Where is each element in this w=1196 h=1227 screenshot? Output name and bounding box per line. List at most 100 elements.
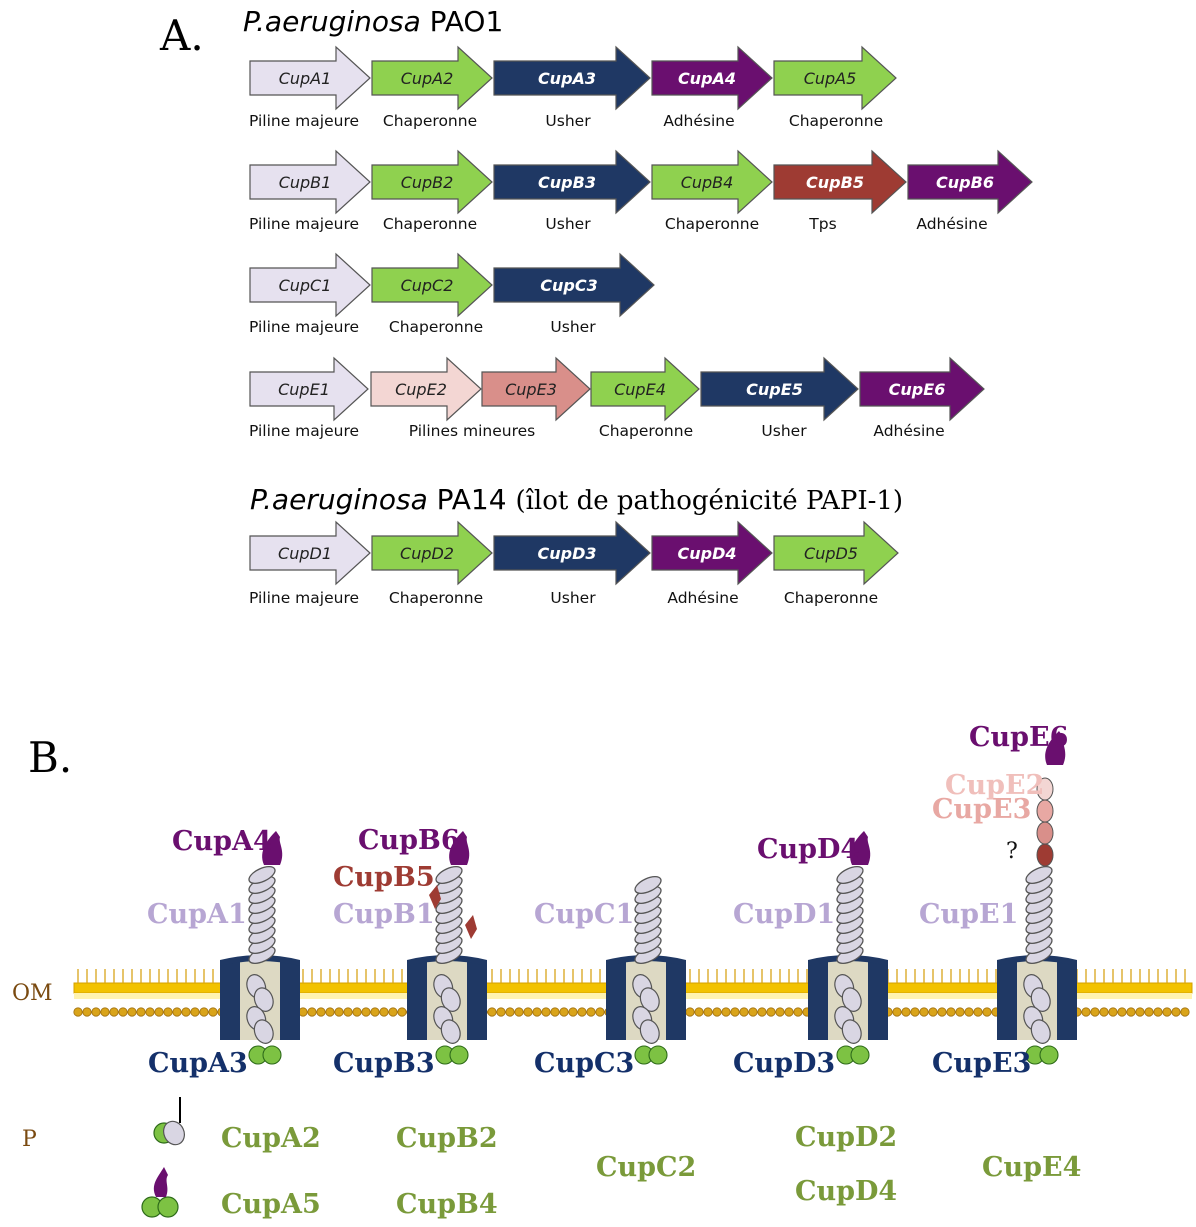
lipid-head xyxy=(1180,1007,1190,1017)
pilus-helix-subunit xyxy=(1025,866,1053,884)
bound-chaperone xyxy=(449,1045,469,1065)
gene-name: CupE5 xyxy=(746,380,803,399)
label-cupb3: CupB3 xyxy=(333,1048,435,1079)
gene-arrow-cupb1: CupB1 xyxy=(249,149,371,215)
gene-arrow-cupc3: CupC3 xyxy=(493,252,655,318)
lipid-head xyxy=(964,1007,974,1017)
label-cupd4: CupD4 xyxy=(757,834,859,865)
label-cupb5: CupB5 xyxy=(333,862,435,893)
gene-arrow-cupd3: CupD3 xyxy=(493,520,651,586)
gene-arrow-shape xyxy=(481,356,591,422)
gene-arrow-shape xyxy=(493,149,651,215)
gene-arrow-shape xyxy=(773,149,907,215)
lipid-head xyxy=(82,1007,92,1017)
gene-arrow-cupe3: CupE3 xyxy=(481,356,591,422)
lipid-head xyxy=(1135,1007,1145,1017)
gene-role-label: Chaperonne xyxy=(784,589,878,607)
usher-barrel-left xyxy=(220,960,240,1040)
lipid-head xyxy=(730,1007,740,1017)
lipid-head xyxy=(397,1007,407,1017)
lipid-head xyxy=(703,1007,713,1017)
fimbrial-system-cupe1 xyxy=(997,731,1077,1065)
lipid-head xyxy=(109,1007,119,1017)
pao1-title: P.aeruginosa PAO1 xyxy=(243,5,503,38)
lipid-head xyxy=(1153,1007,1163,1017)
lipid-head xyxy=(982,1007,992,1017)
lipid-head xyxy=(910,1007,920,1017)
gene-name: CupA3 xyxy=(538,69,596,88)
gene-name: CupE3 xyxy=(505,380,557,399)
usher-barrel-left xyxy=(606,960,626,1040)
lipid-head xyxy=(514,1007,524,1017)
usher-barrel-right xyxy=(280,960,300,1040)
lipid-head xyxy=(1090,1007,1100,1017)
lipid-head xyxy=(955,1007,965,1017)
lipid-head xyxy=(181,1007,191,1017)
gene-role-label: Usher xyxy=(545,112,591,130)
pao1-species: P.aeruginosa xyxy=(243,5,421,38)
pilus-subunit xyxy=(253,987,274,1012)
gene-role-label: Tps xyxy=(808,215,836,233)
gene-arrow-shape xyxy=(249,45,371,111)
pa14-note: (îlot de pathogénicité PAPI-1) xyxy=(515,486,903,516)
lipid-head xyxy=(793,1007,803,1017)
lipid-head xyxy=(190,1007,200,1017)
pilus-helix-subunit xyxy=(836,866,864,884)
panel-a-letter: A. xyxy=(159,11,204,60)
lipid-head xyxy=(307,1007,317,1017)
lipid-head xyxy=(532,1007,542,1017)
lipid-head xyxy=(586,1007,596,1017)
gene-arrow-shape xyxy=(249,520,371,586)
gene-role-label: Adhésine xyxy=(663,112,734,130)
gene-role-label: Usher xyxy=(550,589,596,607)
lipid-head xyxy=(748,1007,758,1017)
lipid-head xyxy=(901,1007,911,1017)
gene-role-label: Piline majeure xyxy=(249,112,359,130)
lipid-head xyxy=(298,1007,308,1017)
adhesin-tip xyxy=(449,831,470,865)
bound-chaperone xyxy=(1039,1045,1059,1065)
gene-arrow-cupd2: CupD2 xyxy=(371,520,493,586)
tps-fragment xyxy=(465,915,477,939)
pilus-subunit xyxy=(1030,1019,1051,1044)
gene-arrow-shape xyxy=(859,356,985,422)
gene-arrow-shape xyxy=(249,149,371,215)
lipid-head xyxy=(577,1007,587,1017)
gene-role-label: Adhésine xyxy=(916,215,987,233)
chaperone-adhesin-icon xyxy=(141,1167,179,1218)
pa14-title: P.aeruginosa PA14 (îlot de pathogénicité… xyxy=(250,483,903,516)
lipid-head xyxy=(541,1007,551,1017)
label-cupb2: CupB2 xyxy=(396,1123,498,1154)
label-cupd3: CupD3 xyxy=(733,1048,835,1079)
gene-arrow-shape xyxy=(907,149,1033,215)
label-cupb4: CupB4 xyxy=(396,1189,498,1220)
label-cupe3-minor: CupE3 xyxy=(932,794,1031,825)
lipid-head xyxy=(559,1007,569,1017)
gene-arrow-cupe6: CupE6 xyxy=(859,356,985,422)
pa14-species: P.aeruginosa xyxy=(250,483,428,516)
lipid-head xyxy=(73,1007,83,1017)
gene-arrow-cupb5: CupB5 xyxy=(773,149,907,215)
label-cupc2: CupC2 xyxy=(596,1152,696,1183)
usher-barrel-right xyxy=(666,960,686,1040)
lipid-head xyxy=(496,1007,506,1017)
gene-arrow-shape xyxy=(370,356,482,422)
usher-barrel-right xyxy=(868,960,888,1040)
gene-name: CupD2 xyxy=(400,544,454,563)
gene-role-label: Chaperonne xyxy=(599,422,693,440)
lipid-head xyxy=(1144,1007,1154,1017)
gene-role-label: Adhésine xyxy=(873,422,944,440)
gene-role-label: Pilines mineures xyxy=(409,422,536,440)
lipid-head xyxy=(505,1007,515,1017)
gene-arrow-cupb3: CupB3 xyxy=(493,149,651,215)
gene-arrow-shape xyxy=(700,356,859,422)
gene-role-label: Chaperonne xyxy=(665,215,759,233)
gene-role-label: Piline majeure xyxy=(249,422,359,440)
gene-name: CupA2 xyxy=(401,69,454,88)
gene-role-label: Adhésine xyxy=(667,589,738,607)
usher-barrel-left xyxy=(808,960,828,1040)
adhesin-tip xyxy=(1045,731,1066,765)
pilus-subunit xyxy=(253,1019,274,1044)
lipid-head xyxy=(154,1007,164,1017)
